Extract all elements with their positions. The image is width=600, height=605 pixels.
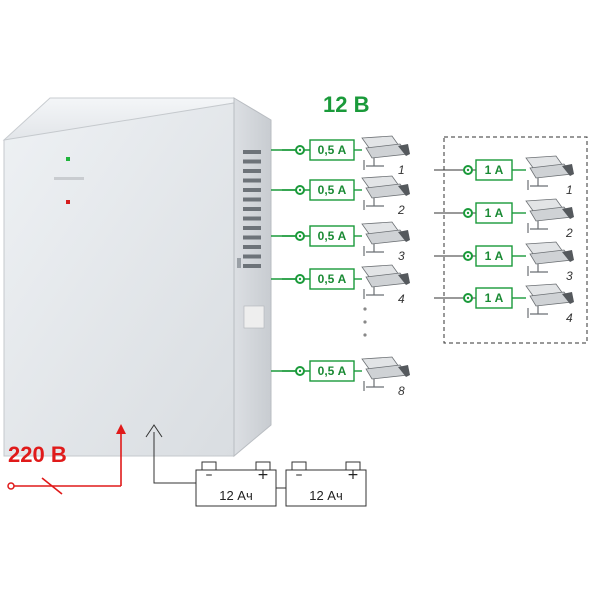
battery-terminal-minus — [201, 461, 217, 471]
camera-number-label: 3 — [398, 249, 405, 263]
camera-icon — [525, 155, 574, 190]
battery-terminal-plus — [345, 461, 361, 471]
battery-connection — [145, 424, 196, 484]
vent-slot — [243, 245, 261, 249]
main-output-row: 0,5 А 8 — [282, 356, 410, 398]
dot — [363, 307, 367, 311]
fuse-rating-label: 0,5 А — [318, 143, 347, 157]
aux-output-row: 1 А 3 — [434, 241, 574, 283]
fuse-rating-label: 1 А — [485, 163, 504, 177]
dot — [363, 320, 367, 324]
main-output-row: 0,5 А 2 — [282, 175, 410, 217]
camera-icon — [361, 221, 410, 256]
aux-outputs: 1 А 1 1 А 2 1 А 3 1 А 4 — [434, 155, 574, 325]
battery-plus-label: + — [347, 467, 359, 483]
dot — [363, 333, 367, 337]
battery-group: –+12 Ач–+12 Ач — [195, 461, 367, 507]
brand-mark-icon — [54, 177, 84, 180]
battery-wire — [153, 432, 196, 484]
mains-switch-icon — [41, 477, 63, 495]
camera-number-label: 2 — [397, 203, 405, 217]
vent-slot — [243, 226, 261, 230]
vent-slot — [243, 159, 261, 164]
vent-slot — [243, 264, 261, 268]
cabinet-side — [233, 97, 272, 458]
fuse-rating-label: 0,5 А — [318, 364, 347, 378]
battery-minus-label: – — [206, 467, 213, 483]
camera-number-label: 4 — [566, 311, 573, 325]
vent-slot — [243, 207, 261, 211]
main-outputs: 0,5 А 1 0,5 А 2 0,5 А 3 0,5 А 4 0,5 А 8 — [271, 135, 410, 398]
vent-slot — [243, 188, 261, 192]
continuation-dots — [363, 307, 367, 337]
vent-slot — [243, 216, 261, 221]
battery-capacity-label: 12 Ач — [309, 488, 343, 503]
camera-icon — [525, 198, 574, 233]
vent-slot — [243, 178, 261, 183]
output-terminal-dot — [298, 234, 302, 238]
battery-minus-label: – — [296, 467, 303, 483]
mains-terminal-icon — [7, 482, 15, 490]
camera-icon — [525, 283, 574, 318]
camera-number-label: 1 — [566, 183, 573, 197]
output-terminal-dot — [466, 296, 470, 300]
vent-slot — [243, 254, 261, 259]
cabinet-front — [3, 102, 235, 457]
fuse-rating-label: 0,5 А — [318, 272, 347, 286]
camera-number-label: 1 — [398, 163, 405, 177]
side-label-sticker — [243, 305, 265, 329]
input-voltage-label: 220 В — [8, 442, 67, 467]
fuse-rating-label: 1 А — [485, 206, 504, 220]
battery-capacity-label: 12 Ач — [219, 488, 253, 503]
camera-icon — [361, 264, 410, 299]
camera-icon — [361, 356, 410, 391]
battery-terminal-minus — [291, 461, 307, 471]
mains-arrow-icon — [116, 424, 126, 434]
battery: – +12 Ач — [285, 461, 367, 507]
red-led-icon — [66, 200, 70, 204]
camera-number-label: 2 — [565, 226, 573, 240]
output-terminal-dot — [298, 188, 302, 192]
vent-slot — [243, 169, 261, 173]
fuse-rating-label: 0,5 А — [318, 183, 347, 197]
main-output-row: 0,5 А 4 — [282, 264, 410, 306]
aux-output-frame — [443, 136, 588, 344]
output-terminal-dot — [466, 211, 470, 215]
output-terminal-dot — [466, 254, 470, 258]
side-lock-icon — [237, 258, 241, 268]
output-terminal-dot — [466, 168, 470, 172]
fuse-rating-label: 1 А — [485, 249, 504, 263]
side-vents — [243, 150, 261, 268]
main-output-row: 0,5 А 3 — [282, 221, 410, 263]
camera-number-label: 3 — [566, 269, 573, 283]
aux-output-row: 1 А 1 — [434, 155, 574, 197]
output-terminal-dot — [298, 148, 302, 152]
main-output-row: 0,5 А 1 — [282, 135, 410, 177]
power-supply-cabinet — [2, 97, 272, 458]
camera-icon — [361, 175, 410, 210]
battery-plus-label: + — [257, 467, 269, 483]
fuse-rating-label: 0,5 А — [318, 229, 347, 243]
camera-number-label: 4 — [398, 292, 405, 306]
output-terminal-dot — [298, 277, 302, 281]
battery-arrow-icon — [145, 424, 163, 438]
battery: – +12 Ач — [195, 461, 277, 507]
fuse-rating-label: 1 А — [485, 291, 504, 305]
battery-terminal-plus — [255, 461, 271, 471]
output-voltage-label: 12 В — [323, 92, 370, 117]
mains-input — [7, 424, 126, 495]
battery-body — [285, 469, 367, 507]
output-terminal-dot — [298, 369, 302, 373]
vent-slot — [243, 150, 261, 154]
vent-slot — [243, 235, 261, 240]
camera-number-label: 8 — [398, 384, 405, 398]
camera-icon — [361, 135, 410, 170]
green-led-icon — [66, 157, 70, 161]
vent-slot — [243, 197, 261, 202]
aux-output-row: 1 А 2 — [434, 198, 574, 240]
camera-icon — [525, 241, 574, 276]
aux-output-row: 1 А 4 — [434, 283, 574, 325]
